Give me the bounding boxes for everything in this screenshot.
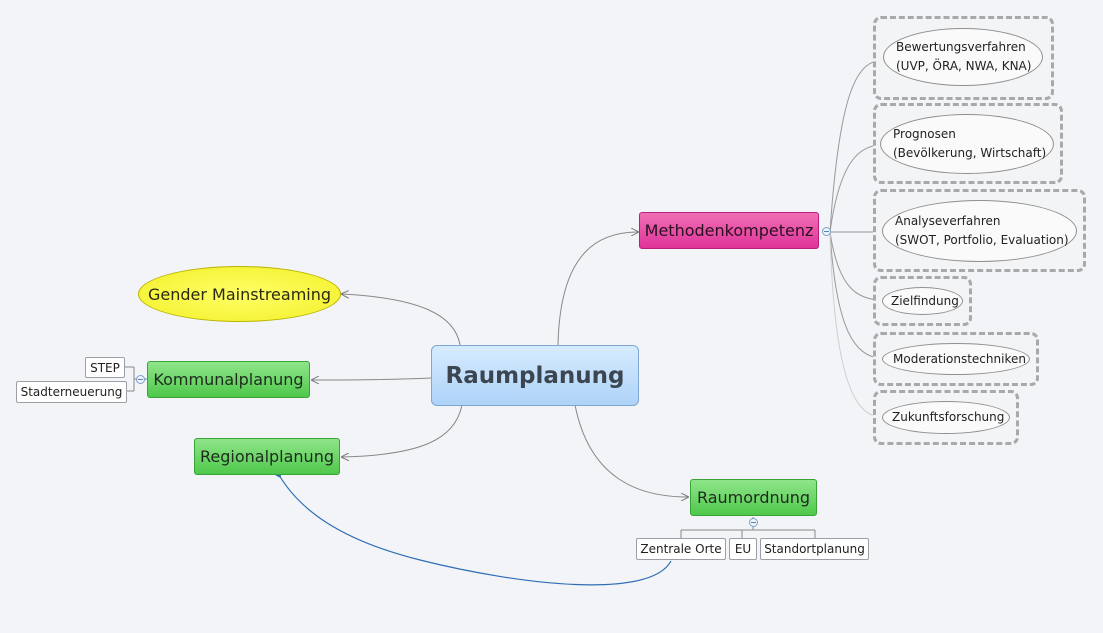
line-methoden-to-zukunft [829, 231, 883, 418]
central-topic[interactable]: Raumplanung [431, 345, 639, 406]
line-central-to-gender [342, 294, 461, 346]
subtopic-standortplanung[interactable]: Standortplanung [760, 538, 869, 560]
prognosen-line2: (Bevölkerung, Wirtschaft) [893, 146, 1047, 160]
prognosen-line1: Prognosen [893, 127, 956, 141]
bewertung-line2: (UVP, ÖRA, NWA, KNA) [896, 59, 1032, 73]
subtopic-moderationstechniken[interactable]: Moderationstechniken [882, 343, 1030, 375]
topic-methodenkompetenz[interactable]: Methodenkompetenz [639, 212, 819, 249]
topic-gender-mainstreaming[interactable]: Gender Mainstreaming [138, 266, 341, 322]
line-raumordnung-bracket [680, 517, 816, 538]
zielfindung-label: Zielfindung [891, 293, 959, 308]
subtopic-prognosen[interactable]: Prognosen (Bevölkerung, Wirtschaft) [880, 114, 1054, 174]
topic-regionalplanung[interactable]: Regionalplanung [194, 438, 340, 475]
subtopic-analyseverfahren[interactable]: Analyseverfahren (SWOT, Portfolio, Evalu… [882, 200, 1077, 262]
subtopic-zielfindung[interactable]: Zielfindung [882, 287, 963, 315]
analyse-line2: (SWOT, Portfolio, Evaluation) [895, 233, 1069, 247]
line-central-to-raumordnung [574, 404, 688, 497]
subtopic-bewertungsverfahren[interactable]: Bewertungsverfahren (UVP, ÖRA, NWA, KNA) [883, 28, 1043, 86]
line-central-to-kommunal [312, 378, 432, 380]
subtopic-stadterneuerung[interactable]: Stadterneuerung [16, 381, 127, 403]
collapse-raumordnung-icon[interactable] [749, 518, 758, 527]
bewertung-line1: Bewertungsverfahren [896, 40, 1026, 54]
subtopic-zentrale-orte[interactable]: Zentrale Orte [636, 538, 726, 560]
subtopic-step[interactable]: STEP [85, 357, 125, 378]
collapse-kommunal-icon[interactable] [136, 375, 145, 384]
topic-kommunalplanung[interactable]: Kommunalplanung [147, 361, 310, 398]
line-central-to-methoden [557, 232, 638, 346]
zukunft-label: Zukunftsforschung [892, 410, 1005, 424]
moderation-label: Moderationstechniken [893, 351, 1026, 366]
topic-raumordnung[interactable]: Raumordnung [690, 479, 817, 516]
subtopic-zukunftsforschung[interactable]: Zukunftsforschung [882, 401, 1010, 434]
relationship-line [279, 475, 672, 586]
subtopic-eu[interactable]: EU [729, 538, 757, 560]
line-central-to-regional [342, 404, 463, 457]
collapse-methoden-icon[interactable] [822, 227, 831, 236]
analyse-line1: Analyseverfahren [895, 214, 1001, 228]
